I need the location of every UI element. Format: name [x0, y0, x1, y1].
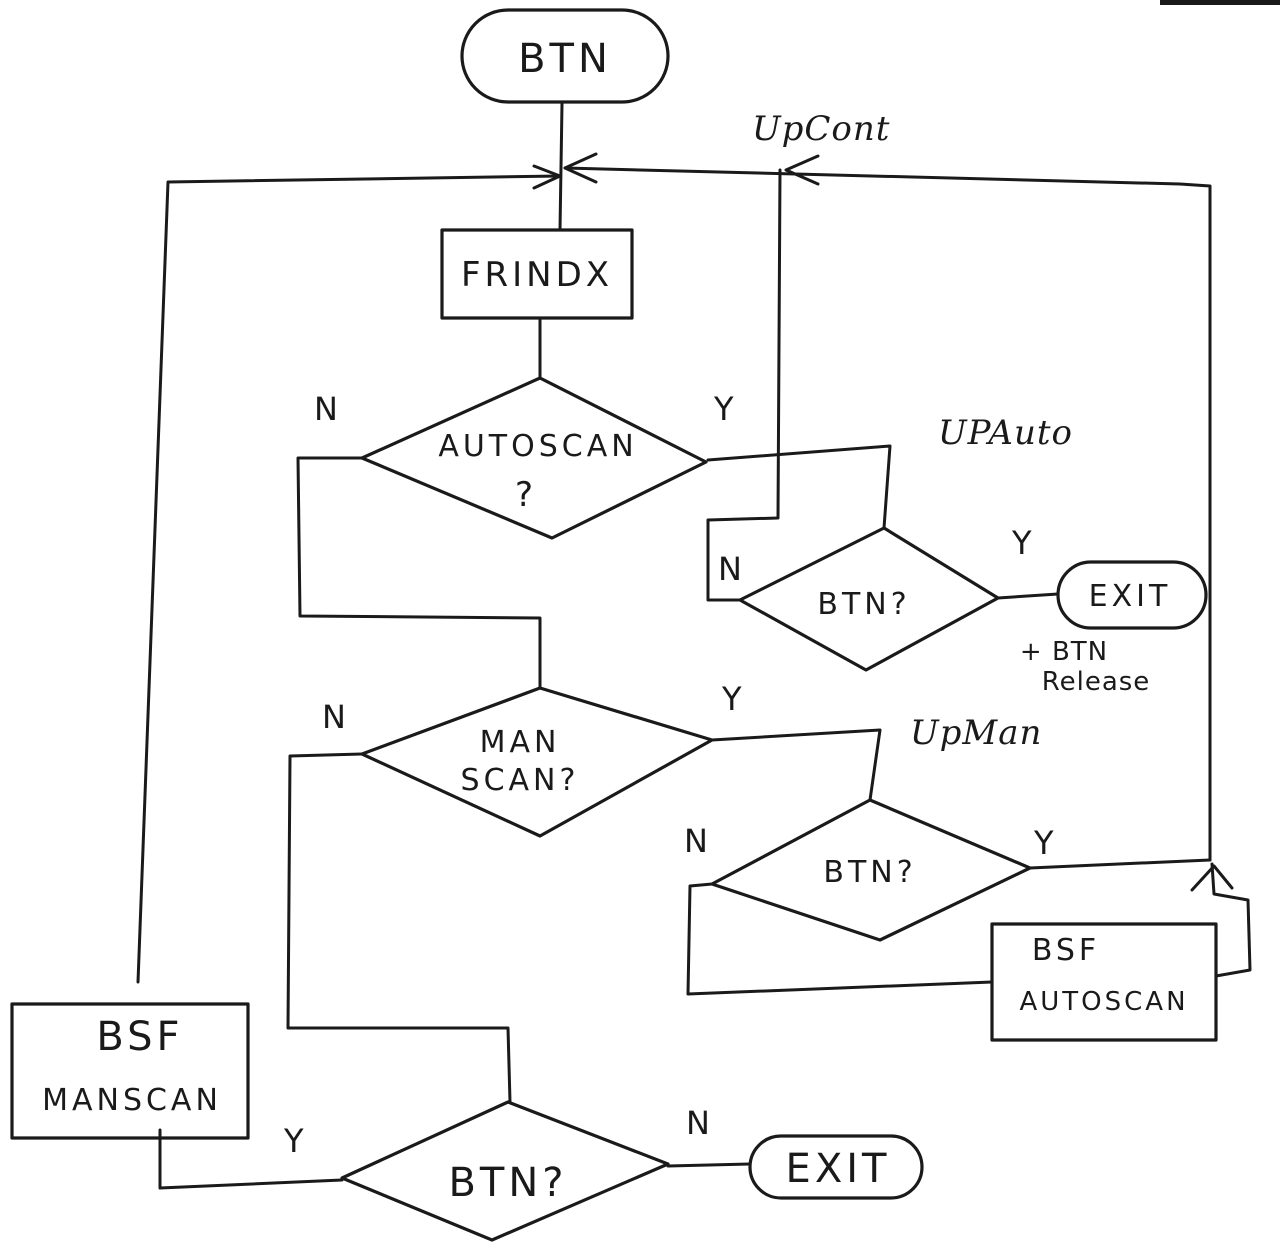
manscan-decision [360, 686, 714, 838]
btn-man-n-label: N [684, 822, 708, 860]
bsf-autoscan-process [990, 922, 1218, 1042]
edge-btn-man-y [1028, 858, 1212, 870]
arrow-bsf-autoscan [1190, 864, 1234, 892]
edge-manscan-return [136, 174, 562, 984]
btn-bottom-y-label: Y [283, 1122, 304, 1160]
bsf-manscan-process [10, 1002, 250, 1140]
btn-bottom-decision [340, 1100, 670, 1242]
exit-auto-terminal [1056, 560, 1208, 630]
bsf-manscan-label-2: MANSCAN [42, 1083, 222, 1118]
btn-auto-n-label: N [718, 550, 742, 588]
edge-autoscan-n [296, 456, 542, 690]
autoscan-y-label: Y [713, 390, 734, 428]
bsf-autoscan-label-2: AUTOSCAN [1019, 987, 1188, 1017]
upman-label: UpMan [910, 713, 1042, 753]
edge-btn-bottom-n [666, 1162, 752, 1168]
exit-bottom-terminal [748, 1134, 924, 1200]
autoscan-label-2: ? [515, 475, 537, 515]
edge-start-frindx [558, 102, 564, 232]
connectors [136, 102, 1252, 1190]
edge-btn-man-n [686, 882, 994, 996]
btn-man-decision [710, 798, 1032, 942]
autoscan-n-label: N [314, 390, 338, 428]
btn-bottom-n-label: N [686, 1104, 710, 1142]
node-labels: BTN FRINDX AUTOSCAN ? BTN? EXIT + BTN Re… [42, 36, 1188, 1206]
arrow-left-return [532, 164, 562, 190]
autoscan-label-1: AUTOSCAN [438, 429, 637, 464]
arrow-upcont [563, 152, 598, 184]
exit-note-2: Release [1042, 667, 1151, 697]
bsf-autoscan-label-1: BSF [1032, 933, 1100, 968]
start-label: BTN [518, 36, 612, 82]
edge-autoscan-y [706, 444, 892, 530]
corner-mark [1160, 0, 1280, 5]
exit-bottom-label: EXIT [786, 1146, 891, 1192]
btn-man-label: BTN? [823, 855, 916, 890]
edge-manscan-y [710, 728, 882, 802]
bsf-manscan-label-1: BSF [96, 1014, 183, 1060]
arrow-upcont-2 [784, 154, 820, 186]
manscan-label-1: MAN [480, 725, 561, 760]
edge-manscan-n [286, 752, 512, 1104]
autoscan-decision [360, 376, 708, 540]
start-terminal [460, 8, 670, 104]
manscan-n-label: N [322, 698, 346, 736]
btn-auto-decision [738, 526, 1000, 672]
manscan-label-2: SCAN? [461, 763, 580, 798]
exit-note-1: + BTN [1020, 637, 1108, 667]
btn-man-y-label: Y [1033, 824, 1054, 862]
edge-btn-bottom-y [158, 1128, 344, 1190]
upcont-label: UpCont [752, 109, 890, 149]
edge-btn-auto-n [706, 168, 782, 602]
edge-labels: UpCont UPAuto UpMan N Y N Y N Y N Y Y N [283, 109, 1073, 1160]
btn-auto-y-label: Y [1011, 524, 1032, 562]
exit-auto-label: EXIT [1089, 579, 1172, 614]
edge-upcont-return [563, 166, 1212, 862]
upauto-label: UPAuto [938, 413, 1073, 453]
edge-btn-auto-y [996, 592, 1060, 600]
shapes [10, 8, 1218, 1242]
manscan-y-label: Y [721, 680, 742, 718]
btn-bottom-label: BTN? [448, 1160, 567, 1206]
btn-auto-label: BTN? [817, 587, 910, 622]
frindx-process [440, 228, 634, 320]
frindx-label: FRINDX [461, 255, 613, 295]
edge-bsf-autoscan-loop [1210, 862, 1252, 978]
